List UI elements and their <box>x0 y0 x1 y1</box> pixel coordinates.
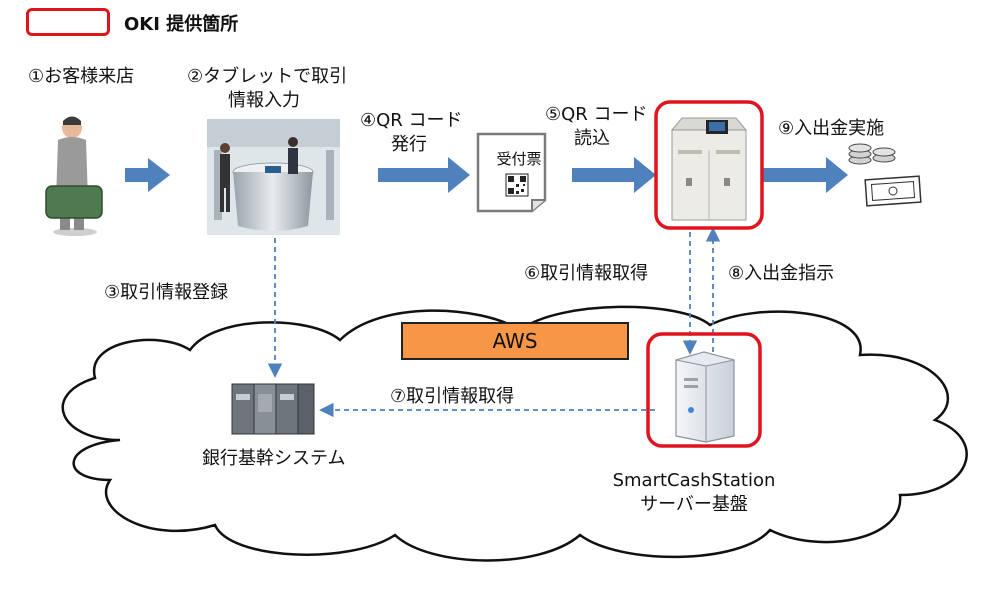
legend-label: OKI 提供箇所 <box>124 14 239 35</box>
cash-machine-icon <box>654 100 764 230</box>
step-2-label-line2: 情報入力 <box>228 90 300 111</box>
smartcash-server-icon <box>646 332 762 448</box>
tablet-kiosk-image <box>207 119 340 235</box>
step-1-label: ①お客様来店 <box>28 66 135 87</box>
customer-icon <box>45 116 103 236</box>
flow-arrow-1 <box>125 158 170 192</box>
server-label-line2: サーバー基盤 <box>640 494 748 515</box>
ticket-label: 受付票 <box>496 150 542 168</box>
bank-server-rack-icon <box>231 383 315 435</box>
server-label-line1: SmartCashStation <box>612 470 776 491</box>
step-4-label-line1: ④QR コード <box>360 110 463 131</box>
ticket-icon <box>476 132 547 213</box>
core-system-label: 銀行基幹システム <box>202 448 346 469</box>
flow-arrow-9 <box>762 157 848 193</box>
step-5-label-line2: 読込 <box>574 128 610 149</box>
step-7-label: ⑦取引情報取得 <box>390 386 515 407</box>
step-5-label-line1: ⑤QR コード <box>545 104 648 125</box>
step-8-label: ⑧入出金指示 <box>728 263 835 284</box>
flow-arrow-4 <box>378 157 470 193</box>
step-2-label-line1: ②タブレットで取引 <box>187 66 348 87</box>
aws-label: AWS <box>492 329 538 353</box>
step-4-label-line2: 発行 <box>391 134 427 155</box>
coins-and-bills-icon <box>848 143 922 207</box>
step-3-label: ③取引情報登録 <box>104 282 229 303</box>
cloud-shape <box>61 305 968 562</box>
qr-code-icon <box>505 173 529 197</box>
aws-box: AWS <box>401 322 629 360</box>
step-9-label: ⑨入出金実施 <box>778 118 885 139</box>
flow-arrow-5 <box>572 157 656 193</box>
step-6-label: ⑥取引情報取得 <box>524 263 649 284</box>
legend-swatch <box>26 8 110 36</box>
